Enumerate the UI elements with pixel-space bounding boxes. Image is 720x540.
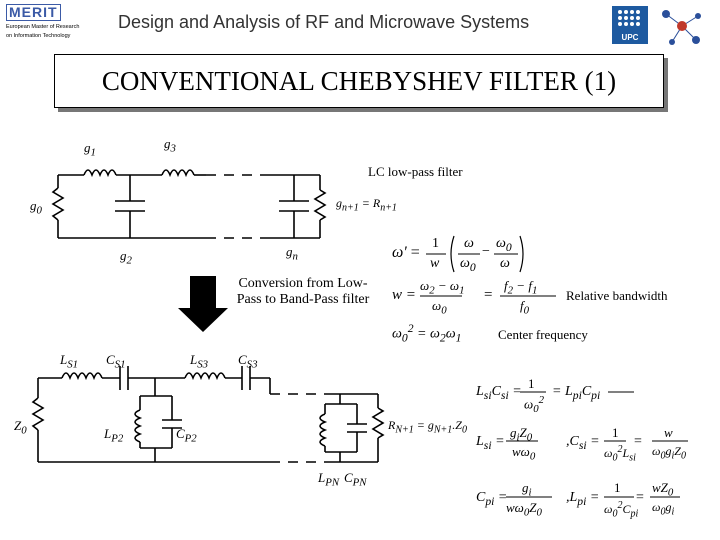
upc-logo: UPC: [612, 6, 648, 44]
eq-Lpi-den: ω02Cpi: [604, 500, 639, 520]
eq-Lpi-num2: wZ0: [652, 480, 674, 499]
merit-logo-word: MERIT: [6, 4, 61, 21]
label-Lp2: LP2: [104, 426, 124, 445]
label-RN1: RN+1 = gN+1.Z0: [388, 418, 467, 436]
label-g0: g0: [30, 198, 42, 217]
eq-Cpi: Cpi =: [476, 490, 508, 508]
network-logo-icon: [662, 10, 701, 45]
center-frequency-label: Center frequency: [498, 327, 588, 342]
eq-w-den2: f0: [520, 298, 530, 317]
merit-logo-line2: on Information Technology: [6, 32, 71, 39]
eq-omega-prime: ω' =: [392, 244, 420, 261]
relative-bandwidth-label: Relative bandwidth: [566, 288, 668, 303]
eq-frac3-den: ω: [500, 256, 510, 271]
eq-frac3-num: ω0: [496, 236, 512, 254]
label-g1: g1: [84, 140, 96, 159]
label-g2: g2: [120, 248, 132, 267]
conversion-text: Conversion from Low-Pass to Band-Pass fi…: [236, 276, 370, 307]
eq-Lsi-den: wω0: [512, 444, 536, 463]
eq-Lpi-num: 1: [614, 480, 621, 495]
eq-Csi-den2: ω0giZ0: [652, 444, 686, 462]
label-Ls3: LS3: [190, 352, 209, 371]
eq-LsiCsi-den: ω02: [524, 394, 545, 415]
department-logo: [660, 6, 704, 48]
upc-logo-text: UPC: [621, 33, 639, 42]
label-Z0: Z0: [14, 418, 27, 437]
label-Ls1: LS1: [60, 352, 79, 371]
eq-Csi-equals: =: [634, 434, 642, 449]
slide-title-box: CONVENTIONAL CHEBYSHEV FILTER (1): [54, 54, 664, 108]
eq-omega0-squared: ω02 = ω2ω1: [392, 322, 462, 345]
eq-Csi-den: ω02Lsi: [604, 444, 636, 464]
label-CpN: CPN: [344, 470, 367, 489]
eq-Csi-num: 1: [612, 425, 619, 440]
merit-logo: MERIT European Master of Research on Inf…: [6, 4, 98, 42]
eq-minus: −: [482, 244, 490, 259]
eq-frac1-num: 1: [432, 236, 439, 251]
eq-Lpi: ,Lpi =: [566, 490, 600, 508]
eq-Lpi-den2: ω0gi: [652, 500, 675, 518]
eq-w-equals: =: [484, 287, 493, 303]
eq-LpiCpi: = LpiCpi: [552, 384, 601, 402]
eq-Cpi-den: wω0Z0: [506, 500, 542, 519]
eq-frac2-num: ω: [464, 236, 474, 251]
label-Cs3: CS3: [238, 352, 258, 371]
eq-w-num: ω2 − ω1: [420, 278, 465, 297]
eq-Cpi-num: gi: [522, 480, 532, 499]
eq-LsiCsi: LsiCsi =: [476, 384, 522, 402]
slide-title: CONVENTIONAL CHEBYSHEV FILTER (1): [101, 65, 617, 96]
eq-LsiCsi-num: 1: [528, 376, 535, 391]
label-Cs1: CS1: [106, 352, 126, 371]
header-title: Design and Analysis of RF and Microwave …: [118, 12, 530, 32]
eq-Csi-num2: w: [664, 425, 673, 440]
label-g3: g3: [164, 136, 176, 155]
upc-logo-dots-icon: [618, 10, 640, 26]
lowpass-caption: LC low-pass filter: [368, 164, 463, 179]
eq-Lpi-equals: =: [636, 490, 644, 505]
eq-Lsi: Lsi =: [476, 434, 505, 452]
eq-Csi: ,Csi =: [566, 434, 600, 452]
merit-logo-line1: European Master of Research: [6, 24, 80, 30]
eq-frac1-den: w: [430, 256, 440, 271]
label-LpN: LPN: [318, 470, 340, 489]
label-Cp2: CP2: [176, 426, 197, 445]
eq-w-den: ω0: [432, 298, 447, 317]
label-gn: gn: [286, 244, 298, 263]
eq-w: w =: [392, 287, 416, 303]
down-arrow-icon: [178, 276, 228, 332]
eq-Lsi-num: giZ0: [510, 425, 533, 444]
label-gn1-Rn1: gn+1 = Rn+1: [336, 196, 397, 214]
eq-w-num2: f2 − f1: [504, 278, 538, 297]
eq-frac2-den: ω0: [460, 256, 476, 274]
